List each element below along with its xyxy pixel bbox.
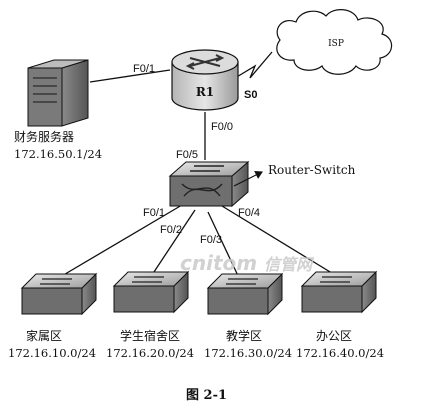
core-front	[169, 175, 233, 207]
link-core-zone4	[221, 205, 341, 279]
access-switch-zone1	[20, 272, 98, 316]
watermark-cn: 信管网	[264, 255, 315, 274]
router-arrows-icon	[185, 54, 225, 70]
router-port-f01: F0/1	[133, 63, 155, 75]
core-port-f01: F0/1	[143, 207, 165, 219]
watermark-brand: cnitom	[180, 251, 257, 275]
access-switch-zone2	[112, 270, 190, 314]
access-switch-zone4	[300, 270, 378, 314]
server-top	[27, 59, 89, 69]
link-core-zone2	[149, 209, 196, 279]
isp-label: ISP	[328, 39, 344, 49]
link-server-router	[89, 69, 171, 83]
core-top	[168, 161, 250, 177]
zone2-name: 学生宿舍区	[120, 328, 180, 343]
zone3-name: 教学区	[226, 328, 262, 343]
zone1-name: 家属区	[26, 328, 62, 343]
core-port-f05: F0/5	[176, 149, 198, 161]
zone-labels: 家属区 172.16.10.0/24 学生宿舍区 172.16.20.0/24 …	[8, 328, 384, 360]
router-r1: R1	[171, 49, 239, 111]
router-body	[171, 61, 239, 111]
server-bays	[33, 77, 57, 103]
access-switch-zone3	[206, 272, 284, 316]
figure-caption: 图 2-1	[186, 388, 227, 403]
cloud-shape	[276, 9, 393, 75]
server-side	[61, 59, 89, 127]
zone1-subnet: 172.16.10.0/24	[8, 346, 96, 360]
access-switches	[20, 270, 378, 316]
core-callout-arrow	[233, 171, 263, 187]
core-port-f03: F0/3	[200, 234, 222, 246]
core-router-switch: Router-Switch	[168, 160, 356, 208]
links	[54, 51, 341, 281]
link-router-isp-serial	[234, 51, 273, 79]
watermark: cnitom 信管网	[180, 251, 315, 275]
router-port-f00: F0/0	[211, 121, 233, 133]
link-core-zone1	[54, 204, 183, 281]
port-labels: F0/1 S0 F0/0 F0/5 F0/1 F0/2 F0/3 F0/4	[133, 63, 260, 246]
zone4-subnet: 172.16.40.0/24	[296, 346, 384, 360]
core-label: Router-Switch	[268, 163, 356, 177]
router-label: R1	[196, 85, 214, 99]
zone3-subnet: 172.16.30.0/24	[204, 346, 292, 360]
router-port-s0: S0	[244, 89, 257, 101]
server-name: 财务服务器	[14, 129, 74, 144]
server-ip: 172.16.50.1/24	[14, 147, 102, 161]
zone4-name: 办公区	[316, 328, 352, 343]
core-port-f04: F0/4	[238, 207, 260, 219]
core-port-f02: F0/2	[160, 224, 182, 236]
zone2-subnet: 172.16.20.0/24	[106, 346, 194, 360]
isp-cloud: ISP	[276, 9, 393, 75]
core-arrows-icon	[181, 165, 224, 197]
server-front	[27, 67, 63, 127]
link-core-zone3	[207, 211, 241, 281]
finance-server: 财务服务器 172.16.50.1/24	[14, 59, 102, 161]
